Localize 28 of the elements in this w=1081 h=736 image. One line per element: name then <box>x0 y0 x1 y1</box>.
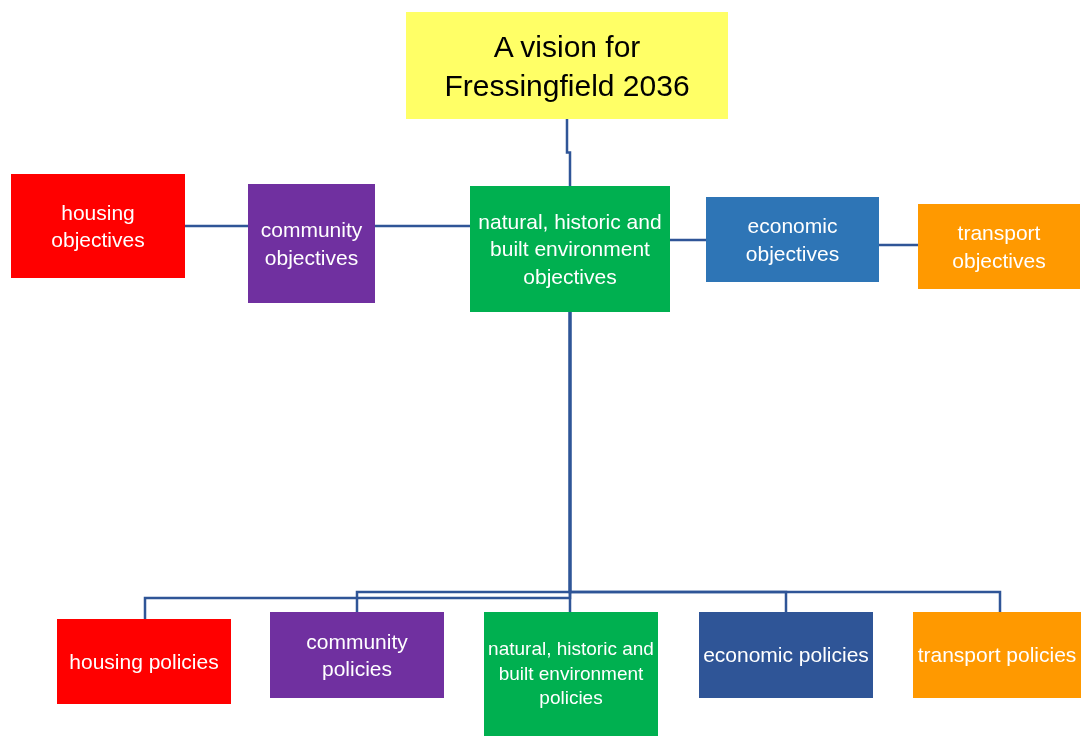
connector-line <box>670 238 706 242</box>
policy-box <box>484 612 658 736</box>
box-label: economic policies <box>703 642 869 669</box>
policy-box <box>57 619 231 704</box>
objective-box <box>248 184 375 303</box>
box-label: natural, historic and built environment policies <box>488 636 654 711</box>
policy-box <box>699 612 873 698</box>
box-label: community policies <box>305 628 409 682</box>
box-label: community objectives <box>259 217 364 271</box>
connector-line <box>879 243 918 247</box>
box-label: transport objectives <box>951 220 1047 274</box>
connector-line <box>375 224 470 228</box>
box-label: economic objectives <box>744 213 841 267</box>
box-label: housing objectives <box>50 199 146 253</box>
connector-line <box>568 312 1002 612</box>
connector-line <box>185 224 248 228</box>
box-label: transport policies <box>917 642 1077 669</box>
objective-box <box>918 204 1080 289</box>
box-label: housing policies <box>69 648 219 675</box>
policy-box <box>913 612 1081 698</box>
vision-box <box>406 12 728 119</box>
connector-line <box>565 119 572 186</box>
objective-box <box>11 174 185 278</box>
objective-box <box>706 197 879 282</box>
box-label: A vision for Fressingfield 2036 <box>443 28 691 104</box>
objective-box <box>470 186 670 312</box>
policy-box <box>270 612 444 698</box>
box-label: natural, historic and built environment objectives <box>477 209 663 290</box>
